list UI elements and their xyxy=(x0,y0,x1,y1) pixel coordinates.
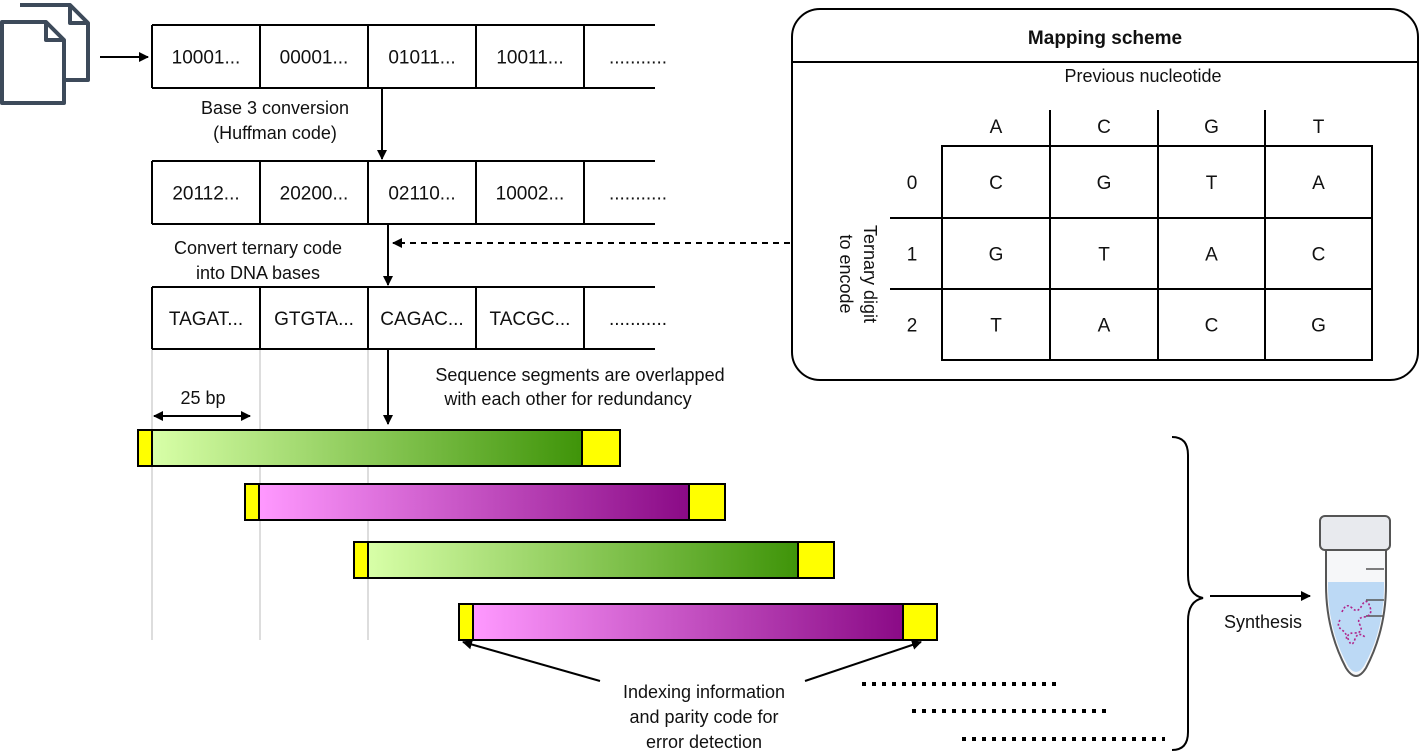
mapping-cell-0-0: C xyxy=(989,173,1003,194)
base3-label-line1: Base 3 conversion xyxy=(201,98,349,118)
ternary-cell-5: ........... xyxy=(609,184,667,205)
mapping-table: A C G T 0 1 2 C G T A G T A C T A C G xyxy=(890,110,1373,361)
ternary-cell-3: 02110... xyxy=(388,184,455,205)
mapping-cell-2-3: G xyxy=(1311,316,1326,337)
binary-cell-2: 00001... xyxy=(280,48,349,69)
mapping-cell-2-1: A xyxy=(1098,316,1111,337)
ternary-cell-4: 10002... xyxy=(496,184,565,205)
mapping-col-header: Previous nucleotide xyxy=(1064,66,1221,86)
binary-cell-4: 10011... xyxy=(496,48,563,69)
dna-cell-3: CAGAC... xyxy=(380,309,463,330)
dna-cell-2: GTGTA... xyxy=(274,309,354,330)
mapping-col-A: A xyxy=(990,117,1003,138)
documents-icon xyxy=(0,3,90,105)
mapping-title: Mapping scheme xyxy=(1028,28,1182,49)
binary-cell-5: ........... xyxy=(609,48,667,69)
index-arrow-left xyxy=(462,639,601,682)
mapping-cell-1-1: T xyxy=(1098,245,1110,266)
ternary-row: 20112... 20200... 02110... 10002...........… xyxy=(151,160,667,225)
index-label-line3: error detection xyxy=(646,732,762,752)
mapping-cell-2-0: T xyxy=(990,316,1002,337)
segments-brace xyxy=(1171,436,1204,751)
dna-cell-5: ........... xyxy=(609,309,667,330)
mapping-cell-2-2: C xyxy=(1205,316,1219,337)
mapping-cell-1-2: A xyxy=(1205,245,1218,266)
index-label-line1: Indexing information xyxy=(623,682,785,702)
segment-4 xyxy=(458,603,938,641)
convert-label-line1: Convert ternary code xyxy=(174,238,342,258)
overlap-label-line1: Sequence segments are overlapped xyxy=(435,365,724,385)
segment-3 xyxy=(353,541,835,579)
mapping-row-header-line1: Ternary digit xyxy=(860,225,880,323)
mapping-scheme-panel: Mapping scheme Previous nucleotide Terna… xyxy=(791,8,1419,381)
mapping-col-G: G xyxy=(1204,117,1219,138)
dna-row: TAGAT... GTGTA... CAGAC... TACGC...........… xyxy=(151,286,667,350)
mapping-cell-1-3: C xyxy=(1312,245,1326,266)
mapping-col-T: T xyxy=(1313,117,1325,138)
binary-row: 10001... 00001... 01011... 10011...........… xyxy=(151,24,667,89)
ternary-cell-2: 20200... xyxy=(280,184,349,205)
segment-2 xyxy=(244,483,726,521)
test-tube-icon xyxy=(1319,515,1391,677)
binary-cell-3: 01011... xyxy=(388,48,455,69)
binary-cell-1: 10001... xyxy=(172,48,241,69)
convert-label-line2: into DNA bases xyxy=(196,263,320,283)
mapping-row-2: 2 xyxy=(907,316,918,337)
segment-1 xyxy=(137,429,621,467)
continuation-dots xyxy=(862,682,1165,741)
base3-label-line2: (Huffman code) xyxy=(213,123,337,143)
mapping-cell-1-0: G xyxy=(989,245,1004,266)
mapping-cell-0-1: G xyxy=(1097,173,1112,194)
mapping-row-0: 0 xyxy=(907,173,918,194)
mapping-row-1: 1 xyxy=(907,245,918,266)
index-label-line2: and parity code for xyxy=(629,707,778,727)
mapping-cell-0-2: T xyxy=(1206,173,1218,194)
ternary-cell-1: 20112... xyxy=(172,184,239,205)
mapping-row-header-line2: to encode xyxy=(836,234,856,313)
index-arrow-right xyxy=(804,640,922,682)
dna-cell-1: TAGAT... xyxy=(169,309,243,330)
synthesis-label: Synthesis xyxy=(1224,612,1302,632)
bp-label: 25 bp xyxy=(180,388,225,408)
dna-cell-4: TACGC... xyxy=(490,309,571,330)
mapping-cell-0-3: A xyxy=(1312,173,1325,194)
overlap-label-line2: with each other for redundancy xyxy=(443,389,691,409)
mapping-col-C: C xyxy=(1097,117,1111,138)
